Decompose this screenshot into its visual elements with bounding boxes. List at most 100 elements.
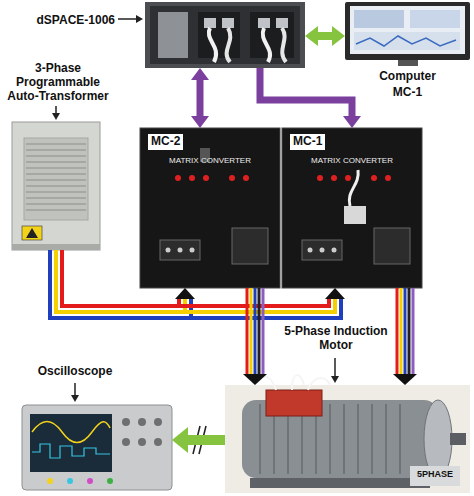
auto-transformer-photo: [26, 144, 86, 210]
oscilloscope-photo: [47, 478, 53, 484]
arrowhead: [343, 116, 361, 128]
motor-photo: [225, 375, 470, 493]
device-label: Oscilloscope: [30, 365, 120, 379]
arrowhead: [305, 26, 318, 46]
matrix-converter-photo: [320, 248, 325, 253]
induction-motor: 5-Phase Induction Motor5PHASE: [225, 385, 470, 493]
control-link: [260, 68, 352, 118]
motor-photo: [225, 385, 470, 493]
matrix-converter-photo: [140, 128, 422, 288]
five-phase-cable: [258, 288, 261, 376]
matrix-converter-photo: [232, 228, 268, 264]
motor-photo: [252, 375, 330, 390]
oscilloscope-photo: [122, 438, 130, 446]
panel-text: MATRIX CONVERTER: [140, 156, 280, 165]
dspace-photo: [282, 28, 286, 62]
leader-arrow: [331, 376, 339, 383]
oscilloscope: Oscilloscope: [22, 405, 172, 490]
dspace-unit: dSPACE-1006: [145, 2, 305, 68]
dspace-photo: [158, 12, 188, 58]
device-label: 5-Phase Induction Motor: [280, 325, 392, 353]
three-phase-cable: [62, 250, 179, 306]
auto-transformer-photo: [24, 138, 88, 220]
auto-transformer-photo: [26, 228, 38, 238]
oscilloscope-photo: [67, 478, 73, 484]
dspace-photo: [250, 12, 294, 58]
matrix-converter-photo: [140, 128, 280, 288]
monitor-photo: [350, 6, 465, 54]
five-phase-cable: [393, 288, 417, 385]
oscilloscope-photo: [122, 418, 130, 426]
unit-tag: MC-2: [148, 134, 183, 150]
oscilloscope-photo: [138, 438, 146, 446]
oscilloscope-photo: [32, 444, 110, 458]
arrowhead: [191, 68, 209, 80]
oscilloscope-photo: [87, 478, 93, 484]
five-phase-cable: [250, 288, 253, 376]
dspace-photo: [150, 6, 300, 64]
data-link: [316, 32, 334, 40]
oscilloscope-photo: [154, 418, 162, 426]
monitor-photo: [410, 10, 460, 28]
leader-arrow: [74, 383, 76, 396]
leader-arrow: [52, 15, 339, 402]
control-link: [197, 78, 204, 118]
unit-tag: MC-1: [290, 134, 325, 150]
dspace-photo: [222, 18, 234, 28]
matrix-converter-photo: [302, 240, 342, 260]
matrix-converter-photo: [160, 240, 200, 260]
matrix-converter-photo: [166, 248, 171, 253]
matrix-converter-photo: [308, 248, 313, 253]
matrix-converter-photo: [332, 248, 337, 253]
device-label: 3-Phase Programmable Auto-Transformer: [4, 62, 112, 103]
matrix-converter-photo: [243, 175, 249, 181]
dspace-photo: [258, 18, 270, 28]
monitor-photo: [354, 10, 404, 28]
leader-arrow: [118, 18, 137, 20]
matrix-converter: MC-1MATRIX CONVERTER: [282, 128, 422, 288]
oscilloscope-photo: [32, 422, 110, 443]
arrowhead: [172, 427, 188, 453]
measurement-link: [172, 427, 225, 453]
monitor-photo: [345, 2, 470, 60]
measurement-link: [186, 435, 225, 445]
oscilloscope-photo: [22, 405, 172, 490]
arrowhead: [332, 26, 345, 46]
matrix-converter-photo: [344, 206, 366, 224]
arrowhead: [243, 374, 267, 385]
five-phase-cable: [262, 288, 265, 376]
three-phase-cable: [62, 250, 329, 306]
five-phase-cable: [254, 288, 257, 376]
monitor-photo: [354, 32, 460, 50]
matrix-converter-photo: [385, 175, 391, 181]
arrowhead: [325, 288, 345, 299]
five-phase-cable: [400, 288, 403, 376]
dspace-photo: [276, 18, 288, 28]
computer-monitor: Computer: [345, 2, 470, 68]
control-link: [260, 68, 361, 128]
dspace-photo: [145, 2, 305, 68]
data-link: [305, 26, 345, 46]
oscilloscope-photo: [107, 478, 113, 484]
leader-arrow: [71, 395, 79, 402]
leader-arrow: [52, 113, 60, 120]
dspace-photo: [263, 28, 270, 62]
three-phase-cable: [50, 250, 341, 318]
unit-tag: MC-1: [380, 86, 435, 100]
auto-transformer-photo: [12, 122, 100, 250]
leader-arrow: [55, 106, 57, 114]
monitor-photo: [398, 60, 418, 66]
oscilloscope-photo: [154, 438, 162, 446]
matrix-converter-photo: [175, 175, 181, 181]
oscilloscope-photo: [22, 405, 172, 490]
auto-transformer-photo: [12, 122, 100, 250]
matrix-converter-photo: [317, 175, 323, 181]
auto-transformer: 3-Phase Programmable Auto-Transformer: [12, 122, 100, 250]
matrix-converter-photo: [331, 175, 337, 181]
device-label: Computer: [345, 70, 470, 84]
three-phase-cable: [56, 250, 185, 312]
matrix-converter-photo: [189, 175, 195, 181]
motor-photo: [266, 390, 322, 416]
auto-transformer-photo: [12, 244, 100, 250]
